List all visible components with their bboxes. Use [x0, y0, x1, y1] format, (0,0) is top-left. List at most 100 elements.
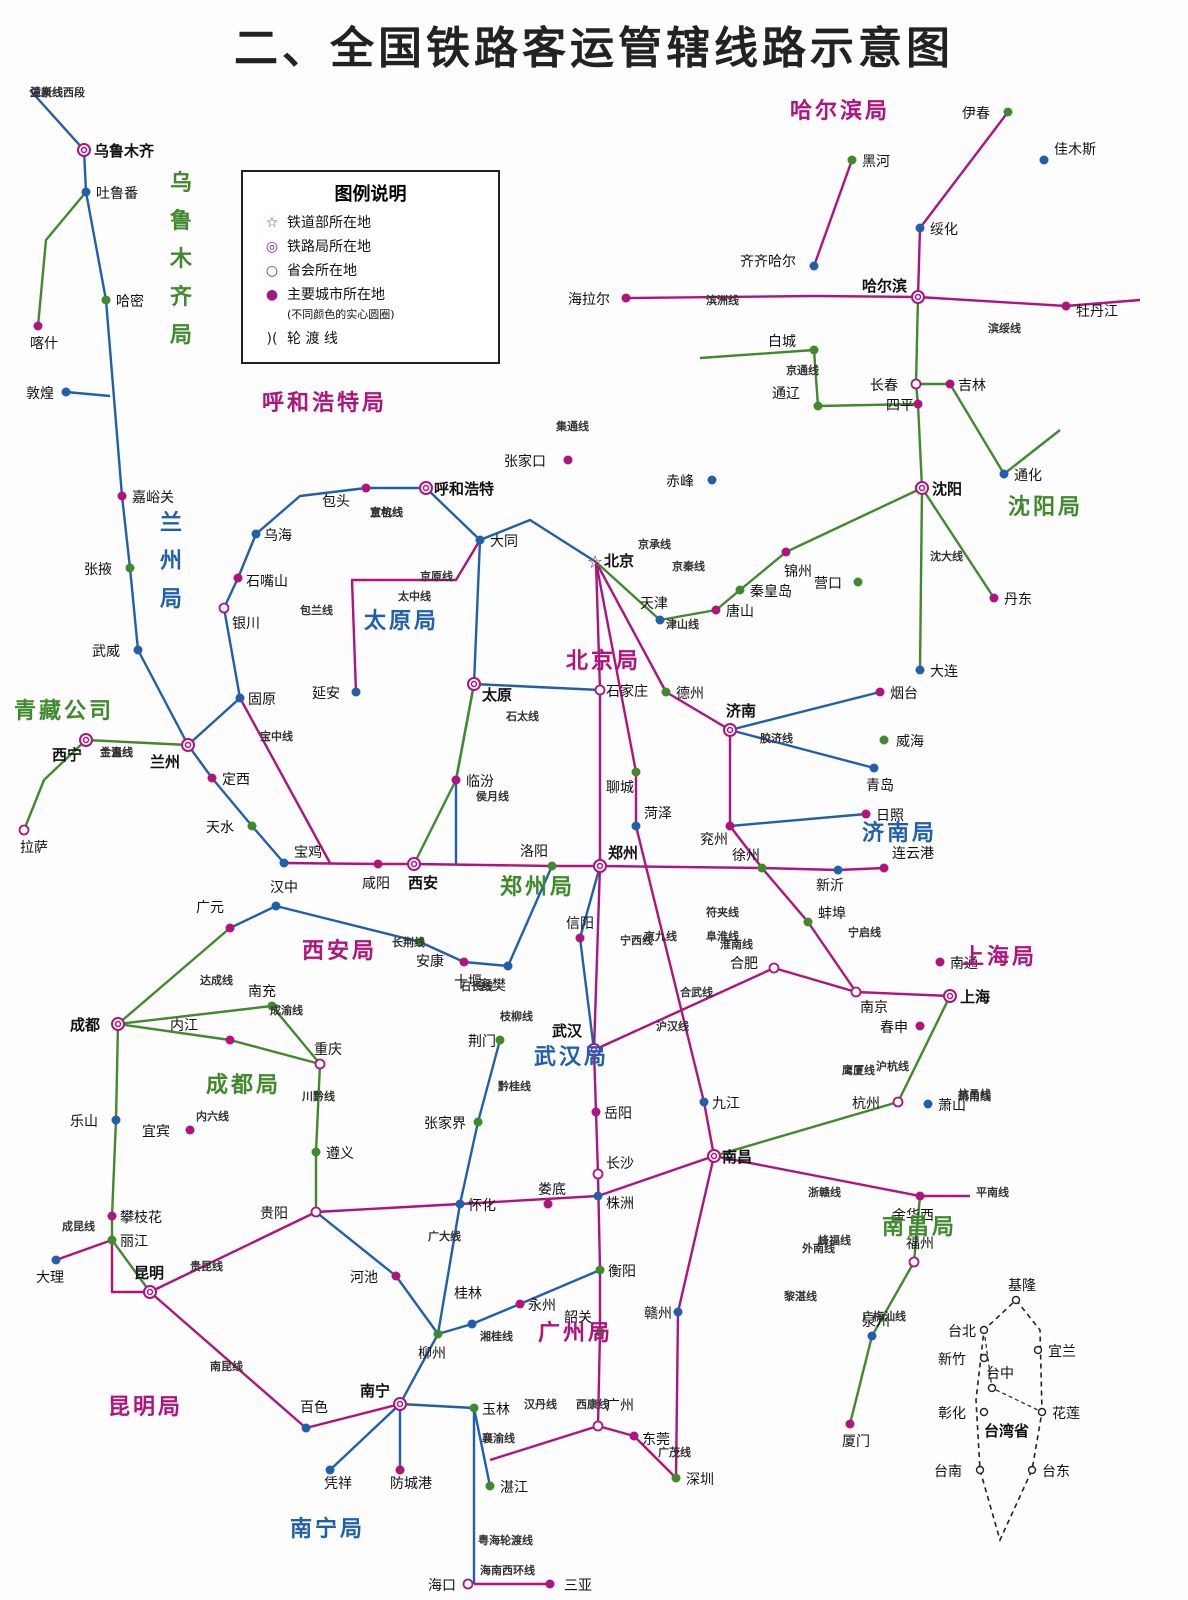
- capital-marker-icon: [1033, 1345, 1043, 1355]
- city-hefei: 合肥: [730, 956, 780, 974]
- city-marker-icon: [207, 773, 217, 783]
- city-marker-icon: [351, 687, 361, 697]
- city-marker-icon: [125, 563, 135, 573]
- city-marker-icon: [311, 1147, 321, 1157]
- city-marker-icon: [267, 1001, 277, 1011]
- city-label: 南充: [248, 984, 276, 1000]
- city-label: 洛阳: [520, 844, 548, 860]
- city-suihua: 绥化: [915, 222, 958, 238]
- line-label: 金温线: [99, 745, 133, 759]
- legend-label: 铁道部所在地: [287, 215, 371, 231]
- bureau-label-harbin: 哈尔滨局: [790, 98, 890, 124]
- rail-line-20: [729, 728, 875, 770]
- city-baise: 百色: [300, 1399, 328, 1433]
- city-nanchang: 南昌: [707, 1148, 752, 1166]
- city-label: 汉中: [270, 880, 298, 896]
- city-kashi: 喀什: [30, 321, 58, 352]
- capital-marker-icon: [910, 378, 922, 390]
- city-marker-icon: [809, 345, 819, 355]
- svg-text:齐: 齐: [170, 284, 195, 310]
- city-marker-icon: [915, 1021, 925, 1031]
- line-label: 黔桂线: [498, 1079, 531, 1093]
- bureau-label-guangzhou: 广州局: [538, 1320, 613, 1346]
- city-label: 昆明: [134, 1264, 164, 1282]
- city-marker-icon: [563, 455, 573, 465]
- city-marker-icon: [809, 261, 819, 271]
- city-marker-icon: [225, 923, 235, 933]
- city-urumqi: 乌鲁木齐: [77, 142, 155, 160]
- city-marker-icon: [631, 821, 641, 831]
- rail-line-45: [55, 1238, 113, 1262]
- capital-marker-icon: [462, 1578, 474, 1590]
- city-label: 临汾: [466, 774, 494, 790]
- city-marker-icon: [1003, 107, 1013, 117]
- city-marker-icon: [813, 401, 823, 411]
- city-label: 沈阳: [932, 480, 962, 498]
- line-label: 广梅汕线: [862, 1309, 906, 1323]
- capital-marker-icon: [18, 824, 30, 836]
- city-label: 佳木斯: [1054, 142, 1096, 158]
- city-label: 台中: [986, 1366, 1014, 1382]
- city-marker-icon: [235, 693, 245, 703]
- city-zhangjiakou: 张家口: [504, 453, 573, 470]
- bureau-label-zhengzhou: 郑州局: [500, 875, 575, 900]
- city-kunming: 昆明: [134, 1264, 164, 1299]
- city-marker-icon: [711, 605, 721, 615]
- capital-marker-icon: [975, 1465, 985, 1475]
- city-label: 青岛: [866, 778, 894, 794]
- rail-line-17: [916, 382, 1061, 476]
- city-label: 重庆: [314, 1042, 342, 1058]
- city-liaocheng: 聊城: [606, 767, 641, 796]
- city-label: 兖州: [700, 832, 728, 848]
- city-marker-icon: [325, 1465, 335, 1475]
- city-lijiang: 丽江: [107, 1234, 148, 1250]
- city-hanzhong: 汉中: [270, 880, 298, 911]
- line-label: 宁启线: [848, 925, 881, 939]
- city-xian: 西安: [407, 857, 438, 892]
- city-label: 北京: [604, 552, 634, 570]
- rail-line-31: [149, 1154, 970, 1294]
- line-label: 滨绥线: [988, 321, 1021, 335]
- city-xianyang: 咸阳: [362, 859, 390, 892]
- capital-marker-icon: [979, 1353, 989, 1363]
- city-marker-icon: [915, 665, 925, 675]
- bureau-label-lanzhou: 兰州局: [160, 510, 182, 612]
- city-label: 南宁: [360, 1382, 390, 1400]
- capital-marker-icon: [892, 1096, 904, 1108]
- rail-line-30: [314, 1063, 322, 1212]
- city-baicheng: 白城: [768, 334, 819, 355]
- city-label: 绥化: [930, 222, 958, 238]
- city-label: 牡丹江: [1076, 304, 1118, 320]
- city-label: 锦州: [784, 563, 812, 580]
- capital-marker-icon: [987, 1383, 997, 1393]
- city-label: 哈密: [116, 293, 144, 310]
- legend-row-note: (不同颜色的实心圆圈): [257, 306, 395, 322]
- capital-marker-icon: [592, 1168, 604, 1180]
- city-label: 株洲: [606, 1196, 634, 1212]
- line-label: 滨洲线: [706, 293, 739, 307]
- city-fangchenggang: 防城港: [390, 1465, 432, 1492]
- city-marker-icon: [51, 1255, 61, 1265]
- line-label: 京九线: [644, 929, 677, 943]
- line-label: 襄渝线: [481, 1431, 515, 1445]
- rail-line-2: [65, 390, 111, 398]
- city-label: 海口: [428, 1578, 456, 1594]
- city-label: 成都: [70, 1016, 100, 1034]
- city-guilin: 桂林: [454, 1286, 482, 1329]
- city-panzhihua: 攀枝花: [107, 1210, 162, 1226]
- city-marker-icon: [661, 687, 671, 697]
- legend-row-city: ●主要城市所在地: [257, 284, 385, 304]
- city-wuhai: 乌海: [251, 528, 292, 544]
- city-shizuishan: 石嘴山: [233, 573, 288, 590]
- line-label: 宁西线: [620, 933, 653, 947]
- city-label: 杭州: [852, 1096, 880, 1112]
- map-title: 二、全国铁路客运管辖线路示意图: [234, 23, 954, 74]
- rail-line-18: [699, 348, 919, 408]
- rail-line-15: [916, 111, 1009, 298]
- city-label: 咸阳: [362, 876, 390, 892]
- line-label: 兰新线西段: [30, 85, 85, 99]
- city-label: 张家界: [424, 1115, 466, 1132]
- bureau-label-jinan: 济南局: [862, 820, 937, 846]
- taiwan-city: 花莲: [1037, 1406, 1080, 1422]
- city-loudi: 娄底: [538, 1182, 566, 1209]
